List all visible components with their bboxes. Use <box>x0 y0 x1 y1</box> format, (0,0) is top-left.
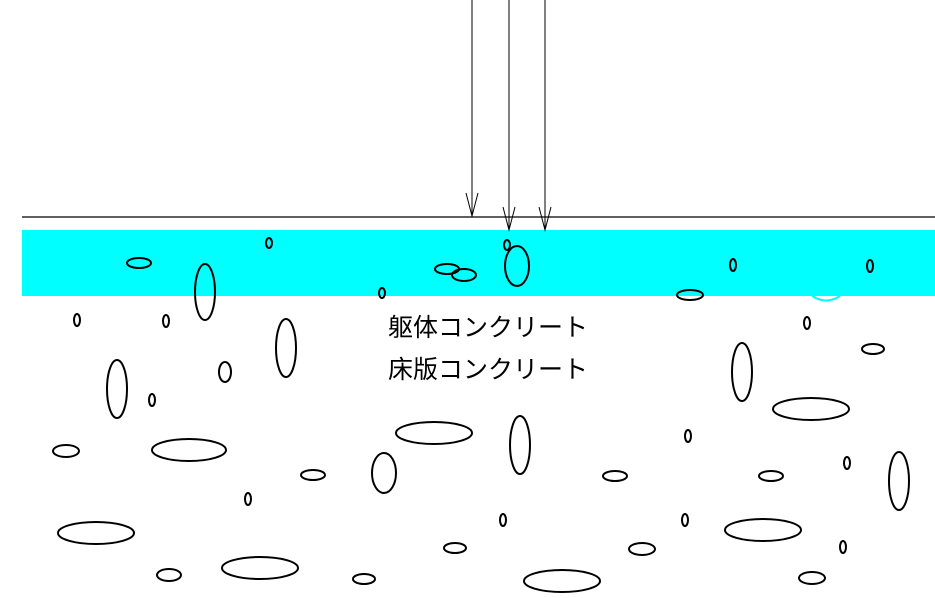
void <box>378 287 386 299</box>
void <box>395 421 473 445</box>
arrow-3-head <box>538 206 552 232</box>
void <box>758 470 784 482</box>
void-edge-cyan <box>811 295 841 302</box>
void <box>106 359 128 419</box>
void <box>52 444 80 458</box>
void <box>803 316 811 330</box>
void <box>843 456 851 470</box>
incoming-arrows <box>465 0 552 232</box>
void <box>628 542 656 556</box>
arrow-2-head <box>502 206 516 232</box>
void <box>244 492 252 506</box>
void <box>300 469 326 481</box>
void <box>156 568 182 582</box>
void <box>151 438 227 462</box>
arrow-1-head <box>465 192 479 218</box>
void <box>352 573 376 585</box>
void <box>866 259 874 273</box>
void <box>162 314 170 328</box>
void <box>265 237 273 249</box>
void <box>729 258 737 272</box>
cyan-layer-band <box>22 230 935 296</box>
void <box>503 239 511 251</box>
void <box>602 470 628 482</box>
void <box>681 513 689 527</box>
void <box>126 257 152 269</box>
void <box>772 397 850 421</box>
void <box>218 361 232 383</box>
label-lower-concrete: 床版コンクリート <box>388 355 588 384</box>
void <box>221 556 299 580</box>
void <box>504 245 530 287</box>
concrete-voids <box>52 313 910 593</box>
void <box>499 513 507 527</box>
void <box>839 540 847 554</box>
label-upper-concrete: 躯体コンクリート <box>388 313 588 342</box>
void <box>194 263 216 321</box>
void <box>724 518 802 542</box>
void <box>888 451 910 511</box>
void <box>275 318 297 378</box>
void <box>861 343 885 355</box>
void <box>509 415 531 475</box>
void <box>523 569 601 593</box>
void <box>676 289 704 301</box>
void <box>798 571 826 585</box>
void <box>371 452 397 494</box>
void <box>148 393 156 407</box>
void <box>73 313 81 327</box>
void <box>443 542 467 554</box>
band-voids <box>126 237 874 321</box>
void <box>451 268 477 282</box>
void <box>57 521 135 545</box>
void <box>684 429 692 443</box>
void <box>731 342 753 402</box>
